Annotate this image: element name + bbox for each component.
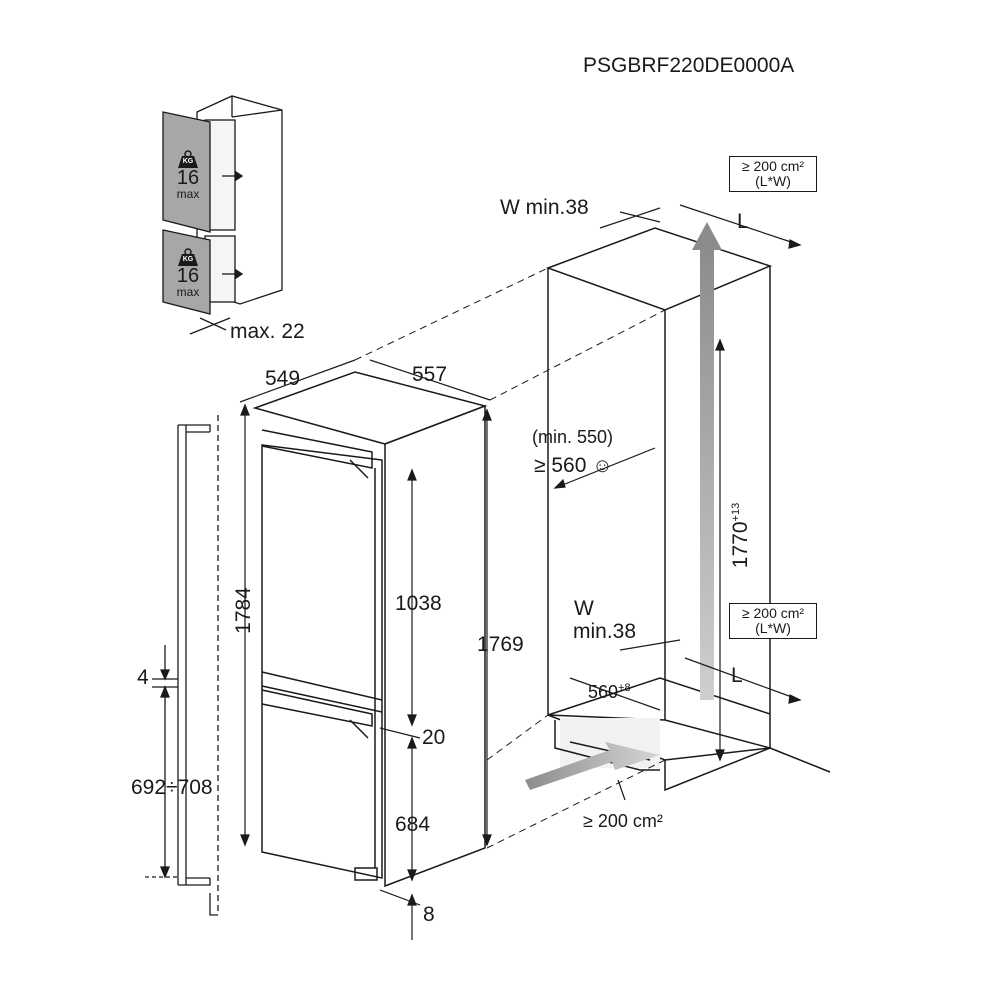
bottom-gap-label: 8: [423, 903, 435, 926]
w-bottom-min-label: min.38: [573, 620, 637, 643]
niche-width-label: 560+8: [588, 682, 631, 702]
rail-range-label: 692÷708: [131, 776, 213, 799]
door-rail-profile: [145, 415, 219, 916]
vent-area-top-box: ≥ 200 cm² (L*W): [729, 156, 817, 192]
width-label: 557: [412, 363, 448, 386]
niche-height-tolerance: +13: [730, 502, 743, 522]
airflow-arrows: [525, 222, 722, 790]
niche-width-value: 560: [588, 682, 619, 702]
model-code: PSGBRF220DE0000A: [583, 54, 795, 77]
w-bottom-label: W: [574, 597, 594, 620]
projection-lines: [354, 267, 666, 849]
kg-unit-lower: max: [176, 285, 200, 299]
kg-value-upper: 16: [176, 167, 200, 189]
niche-height-value: 1770: [729, 521, 753, 569]
niche-dimensions: [553, 204, 802, 801]
l-top-label: L: [737, 210, 749, 233]
vent-area-mid-box: ≥ 200 cm² (L*W): [729, 603, 817, 639]
vent-area-mid-formula: (L*W): [755, 620, 791, 636]
niche-width-tolerance: +8: [618, 682, 631, 694]
cabinet-height-label: 1769: [477, 633, 524, 656]
kg-badge-lower: KG: [182, 256, 194, 263]
vent-area-mid-value: ≥ 200 cm²: [741, 605, 805, 621]
kg-badge-upper: KG: [182, 158, 194, 165]
max-gap-label: max. 22: [230, 320, 305, 343]
vent-area-top-formula: (L*W): [755, 173, 791, 189]
l-bottom-label: L: [731, 664, 743, 687]
vent-area-bottom-label: ≥ 200 cm²: [583, 811, 663, 831]
min-depth-label: (min. 550): [532, 427, 614, 447]
appliance-dimensions: [239, 359, 492, 940]
rail-gap-label: 4: [137, 666, 149, 689]
w-min-top-label: W min.38: [500, 196, 589, 219]
depth-ok-value: ≥ 560: [534, 454, 587, 477]
vent-area-top-value: ≥ 200 cm²: [741, 158, 805, 174]
depth-ok-label: ≥ 560 ☺: [534, 455, 613, 476]
niche-cabinet: [545, 227, 831, 792]
upper-door-load: KG 16 max: [166, 157, 210, 200]
appliance-body: [252, 371, 488, 888]
lower-door-height-label: 684: [395, 813, 431, 836]
mid-gap-label: 20: [422, 726, 446, 749]
upper-door-height-label: 1038: [395, 592, 442, 615]
door-load-sketch: [162, 95, 283, 335]
lower-door-load: KG 16 max: [166, 255, 210, 298]
kg-weight-icon-lower: [178, 248, 198, 266]
kg-value-lower: 16: [176, 265, 200, 287]
niche-height-label: 1770+13: [729, 502, 753, 569]
kg-weight-icon-upper: [178, 150, 198, 168]
kg-unit-upper: max: [176, 187, 200, 201]
smiley-icon: ☺: [592, 455, 613, 477]
depth-label: 549: [265, 367, 301, 390]
total-height-label: 1784: [231, 587, 255, 634]
